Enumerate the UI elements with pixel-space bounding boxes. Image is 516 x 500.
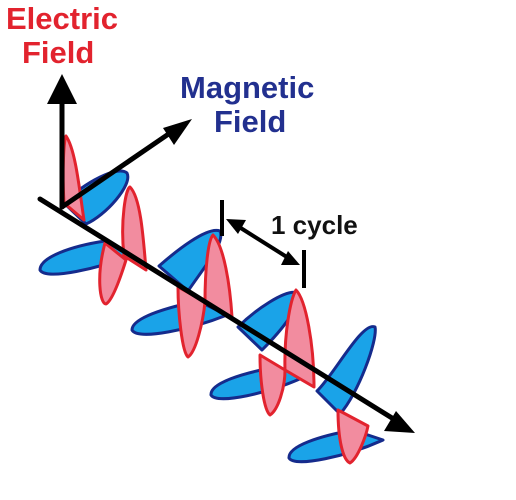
electric-lobe-2 (98, 241, 128, 306)
cycle-arrowhead-start (226, 219, 246, 234)
magnetic-field-axis (59, 119, 192, 210)
cycle-label: 1 cycle (271, 210, 358, 240)
double-arrow-icon (234, 223, 292, 261)
magnetic-field-label: Magnetic Field (180, 70, 323, 139)
electric-field-axis (47, 74, 77, 210)
magnetic-field-label-line2: Field (214, 104, 286, 139)
arrow-down-right-icon (384, 411, 415, 433)
electric-lobe-3 (121, 185, 148, 272)
magnetic-lobe-8 (287, 428, 385, 464)
magnetic-axis-line (59, 130, 173, 210)
cycle-arrowhead-end (281, 251, 300, 265)
arrow-up-right-icon (163, 119, 192, 145)
magnetic-field-wave (38, 169, 385, 464)
electric-lobe-5 (203, 233, 234, 319)
electric-lobe-8 (336, 408, 370, 465)
electric-lobe-1 (61, 134, 86, 222)
propagation-axis-line (37, 196, 395, 421)
electric-lobe-6 (258, 353, 287, 417)
propagation-axis (37, 196, 415, 433)
electric-field-label-line2: Field (22, 35, 94, 70)
electric-field-label: Electric Field (6, 1, 127, 70)
cycle-marker (220, 200, 306, 288)
magnetic-field-label-line1: Magnetic (180, 70, 314, 105)
magnetic-lobe-7 (315, 325, 377, 416)
electric-field-label-line1: Electric (6, 1, 118, 36)
electric-lobe-4 (176, 285, 207, 359)
arrow-up-icon (47, 74, 77, 104)
